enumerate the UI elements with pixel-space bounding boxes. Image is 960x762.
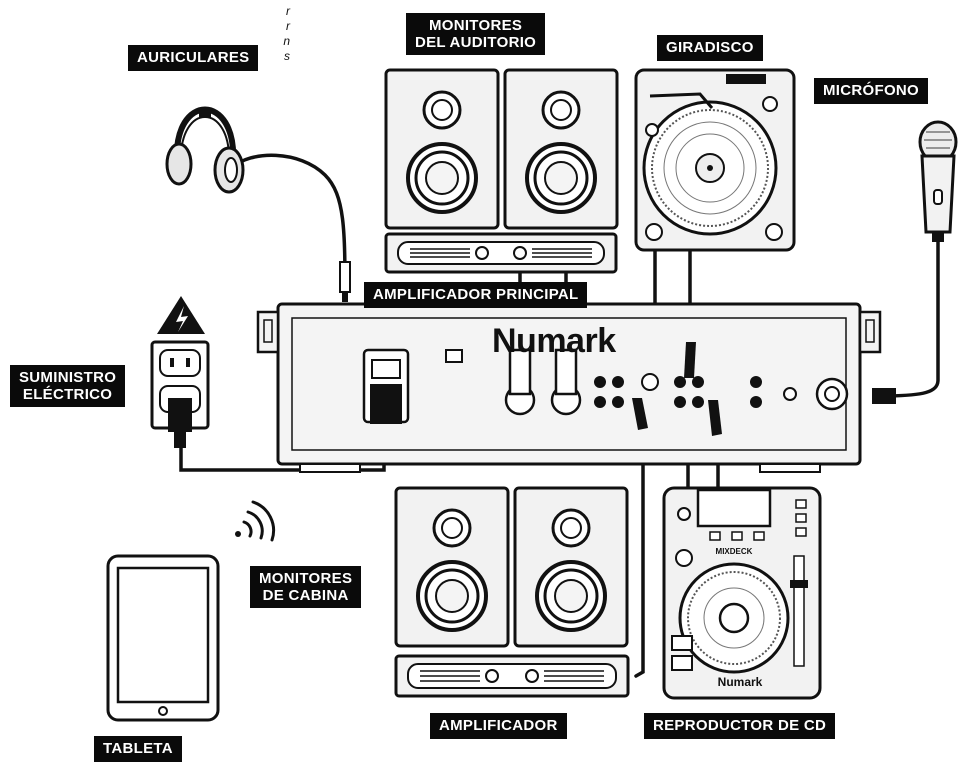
cd-model: MIXDECK: [716, 547, 753, 556]
label-headphones: AURICULARES: [128, 45, 259, 71]
label-microphone: MICRÓFONO: [814, 78, 929, 104]
label-text: AMPLIFICADOR: [439, 717, 558, 734]
label-text: MONITORES: [259, 570, 353, 587]
headphones-icon: [165, 106, 245, 194]
speaker-icon: [384, 68, 500, 230]
cd-brand: Numark: [718, 675, 763, 689]
label-turntable: GIRADISCO: [657, 35, 763, 61]
label-text: AMPLIFICADOR PRINCIPAL: [373, 286, 579, 303]
booth-amp-cable: [634, 428, 645, 678]
label-text: MONITORES: [428, 17, 523, 34]
label-cd-player: REPRODUCTOR DE CD: [644, 713, 836, 739]
microphone-icon: [918, 120, 958, 242]
label-power-supply: SUMINISTRO ELÉCTRICO: [10, 365, 126, 407]
label-booth-monitors-bottom: MONITORES DE CABINA: [250, 566, 362, 608]
label-text: DEL AUDITORIO: [415, 34, 537, 51]
label-text: ELÉCTRICO: [22, 386, 113, 403]
speaker-icon: [394, 486, 510, 648]
mixer-icon: [256, 302, 896, 473]
label-booth-monitors-top: MONITORES DEL AUDITORIO: [406, 13, 546, 55]
amplifier-icon: [394, 654, 630, 698]
corner-text: r r n s: [270, 4, 290, 64]
corner-text-line: r: [286, 4, 290, 18]
label-amplifier: AMPLIFICADOR: [430, 713, 567, 739]
headphone-plug-icon: [339, 261, 351, 302]
label-text: DE CABINA: [262, 587, 349, 604]
label-text: SUMINISTRO: [19, 369, 117, 386]
speaker-icon: [513, 486, 629, 648]
label-tablet: TABLETA: [94, 736, 182, 762]
corner-text-line: n: [283, 34, 290, 48]
speaker-icon: [503, 68, 619, 230]
cd-player-icon: [662, 486, 822, 700]
corner-text-line: r: [286, 19, 290, 33]
label-main-amplifier: AMPLIFICADOR PRINCIPAL: [364, 282, 588, 308]
corner-text-line: s: [284, 49, 290, 63]
label-text: TABLETA: [103, 740, 173, 757]
power-outlet-icon: [150, 340, 210, 448]
mixer-brand: Numark: [492, 322, 616, 360]
warning-icon: [157, 296, 205, 334]
wifi-icon: [235, 500, 276, 542]
microphone-cable: [878, 240, 940, 398]
label-text: AURICULARES: [137, 49, 250, 66]
label-text: MICRÓFONO: [823, 82, 920, 99]
amplifier-icon: [384, 232, 618, 274]
turntable-icon: [634, 68, 796, 252]
label-text: GIRADISCO: [666, 39, 754, 56]
headphone-cable: [230, 153, 347, 302]
label-text: REPRODUCTOR DE CD: [653, 717, 827, 734]
tablet-icon: [106, 554, 220, 722]
